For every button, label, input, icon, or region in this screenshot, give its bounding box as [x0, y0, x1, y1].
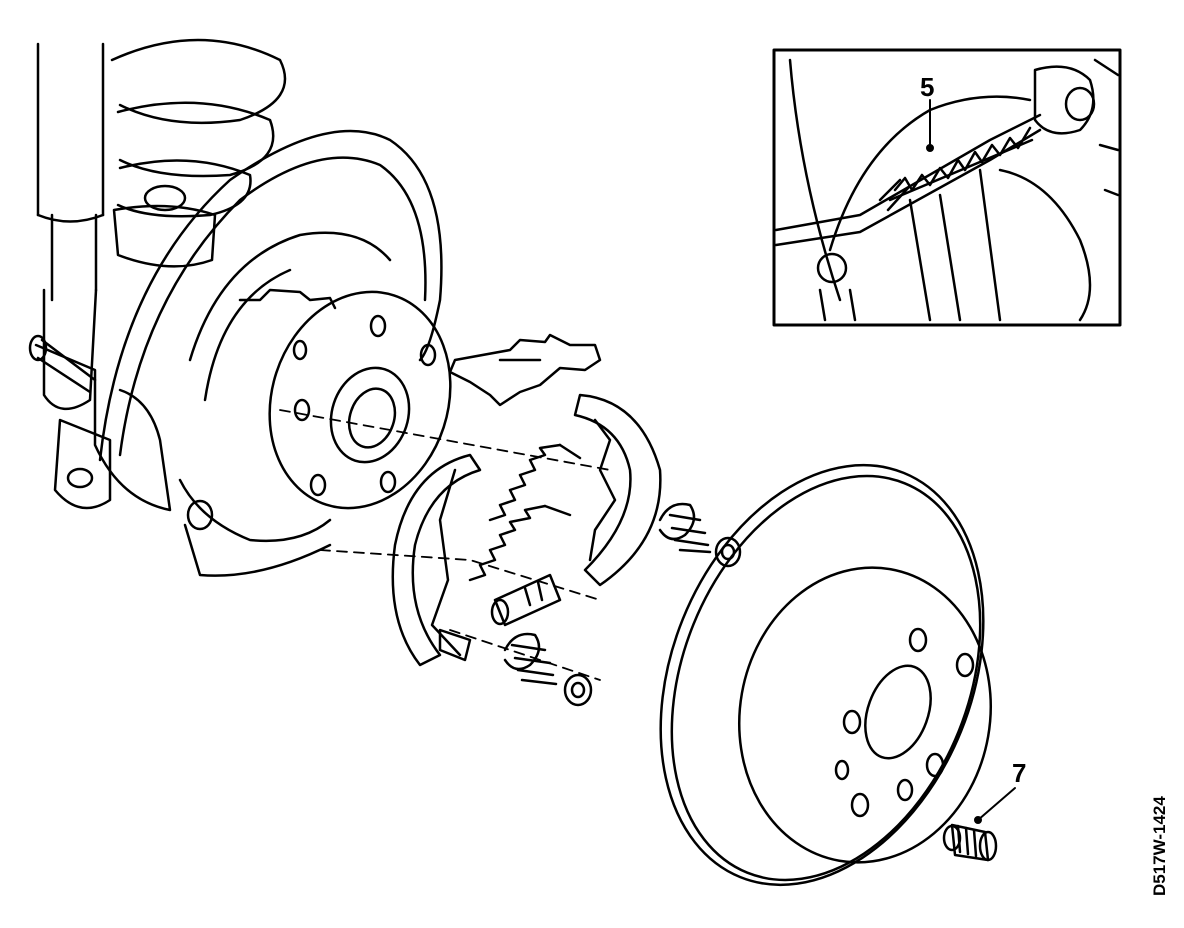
- hold-down-spring-lower: [503, 632, 593, 707]
- lower-return-spring: [468, 504, 572, 582]
- brake-disc-drum: [659, 463, 993, 887]
- callout-label-5: 5: [920, 72, 935, 102]
- inset-adjuster-spring: [888, 126, 1034, 202]
- hold-down-spring-upper: [658, 502, 742, 568]
- coil-spring: [110, 38, 287, 268]
- shock-absorber: [36, 42, 105, 410]
- mounting-bolt: [28, 334, 97, 394]
- retaining-screw: [942, 823, 998, 862]
- brake-shoe-left: [391, 453, 482, 667]
- brake-backing-plate: [98, 129, 443, 462]
- drawing-reference-code: D517W-1424: [1150, 796, 1169, 896]
- assembly-guide-lines: [279, 409, 611, 681]
- inset-detail: [772, 48, 1122, 327]
- callout-7-leader: [974, 787, 1016, 824]
- callout-label-7: 7: [1012, 758, 1027, 788]
- brake-shoe-right: [573, 393, 662, 587]
- hub-carrier: [34, 343, 332, 577]
- callout-5-leader: [926, 99, 934, 152]
- brake-adjuster: [490, 573, 562, 627]
- upper-return-spring: [488, 443, 582, 522]
- wheel-hub-flange: [268, 290, 452, 510]
- parking-brake-lever: [448, 333, 602, 407]
